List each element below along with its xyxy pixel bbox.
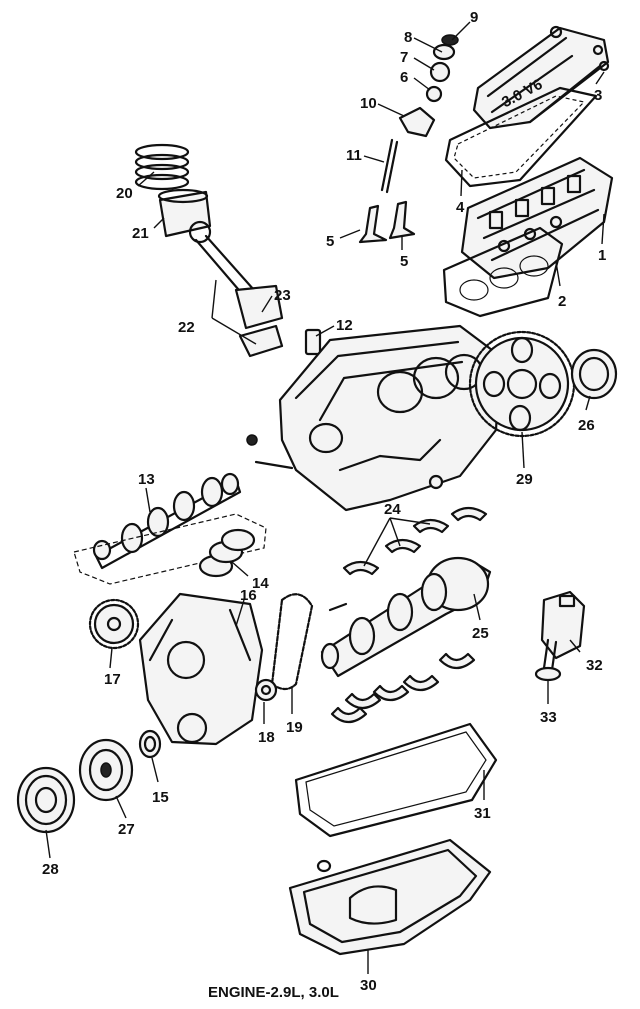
oil-pickup — [534, 666, 562, 682]
crankshaft — [320, 556, 492, 678]
main-bearings-lower — [330, 652, 476, 724]
crank-sprocket — [254, 678, 278, 702]
hydraulic-lifter — [304, 328, 322, 356]
engine-block — [246, 324, 502, 512]
front-cover-gasket-outline — [73, 513, 267, 585]
callout-32: 32 — [586, 657, 603, 674]
callout-13: 13 — [138, 471, 155, 488]
leader-lines — [45, 21, 605, 974]
callout-6: 6 — [400, 69, 408, 86]
callout-18: 18 — [258, 729, 275, 746]
callout-27: 27 — [118, 821, 135, 838]
oil-pump — [540, 590, 586, 672]
rear-main-seal — [570, 348, 618, 400]
timing-cover — [138, 592, 264, 746]
callout-5b: 5 — [400, 253, 408, 270]
valve-cover: 3.0 V6 — [472, 25, 610, 130]
callout-24: 24 — [384, 501, 401, 518]
callout-3: 3 — [594, 87, 602, 104]
rocker-stack — [358, 34, 459, 244]
valve-cover-gasket — [444, 86, 598, 188]
oil-pan-gasket — [294, 722, 498, 838]
head-gasket — [442, 226, 564, 318]
cam-bearings — [198, 528, 256, 578]
cylinder-head — [460, 156, 614, 280]
callout-1: 1 — [598, 247, 606, 264]
callout-23: 23 — [274, 287, 291, 304]
callout-14: 14 — [252, 575, 269, 592]
vibration-damper — [78, 738, 134, 802]
callout-30: 30 — [360, 977, 377, 994]
callout-9: 9 — [470, 9, 478, 26]
callout-15: 15 — [152, 789, 169, 806]
front-oil-seal — [138, 729, 162, 759]
oil-pan — [288, 838, 492, 956]
callout-33: 33 — [540, 709, 557, 726]
connecting-rod — [188, 220, 284, 358]
diagram-caption: ENGINE-2.9L, 3.0L — [208, 984, 339, 1001]
callout-20: 20 — [116, 185, 133, 202]
piston-assembly — [134, 143, 212, 238]
callout-16: 16 — [240, 587, 257, 604]
timing-chain — [270, 593, 314, 691]
callout-10: 10 — [360, 95, 377, 112]
callout-31: 31 — [474, 805, 491, 822]
callout-19: 19 — [286, 719, 303, 736]
callout-25: 25 — [472, 625, 489, 642]
callout-5a: 5 — [326, 233, 334, 250]
callout-26: 26 — [578, 417, 595, 434]
callout-7: 7 — [400, 49, 408, 66]
callout-12: 12 — [336, 317, 353, 334]
callout-8: 8 — [404, 29, 412, 46]
callout-29: 29 — [516, 471, 533, 488]
callout-28: 28 — [42, 861, 59, 878]
callout-11: 11 — [346, 147, 362, 164]
callout-4: 4 — [456, 199, 465, 216]
callout-numbers: 1 2 3 4 5 5 6 7 8 9 10 11 12 13 14 15 16… — [42, 9, 606, 994]
callout-2: 2 — [558, 293, 566, 310]
camshaft — [92, 472, 242, 570]
callout-21: 21 — [132, 225, 149, 242]
callout-17: 17 — [104, 671, 121, 688]
callout-22: 22 — [178, 319, 195, 336]
flywheel — [468, 330, 576, 438]
cam-sprocket — [88, 598, 140, 650]
crank-pulley — [16, 766, 76, 834]
